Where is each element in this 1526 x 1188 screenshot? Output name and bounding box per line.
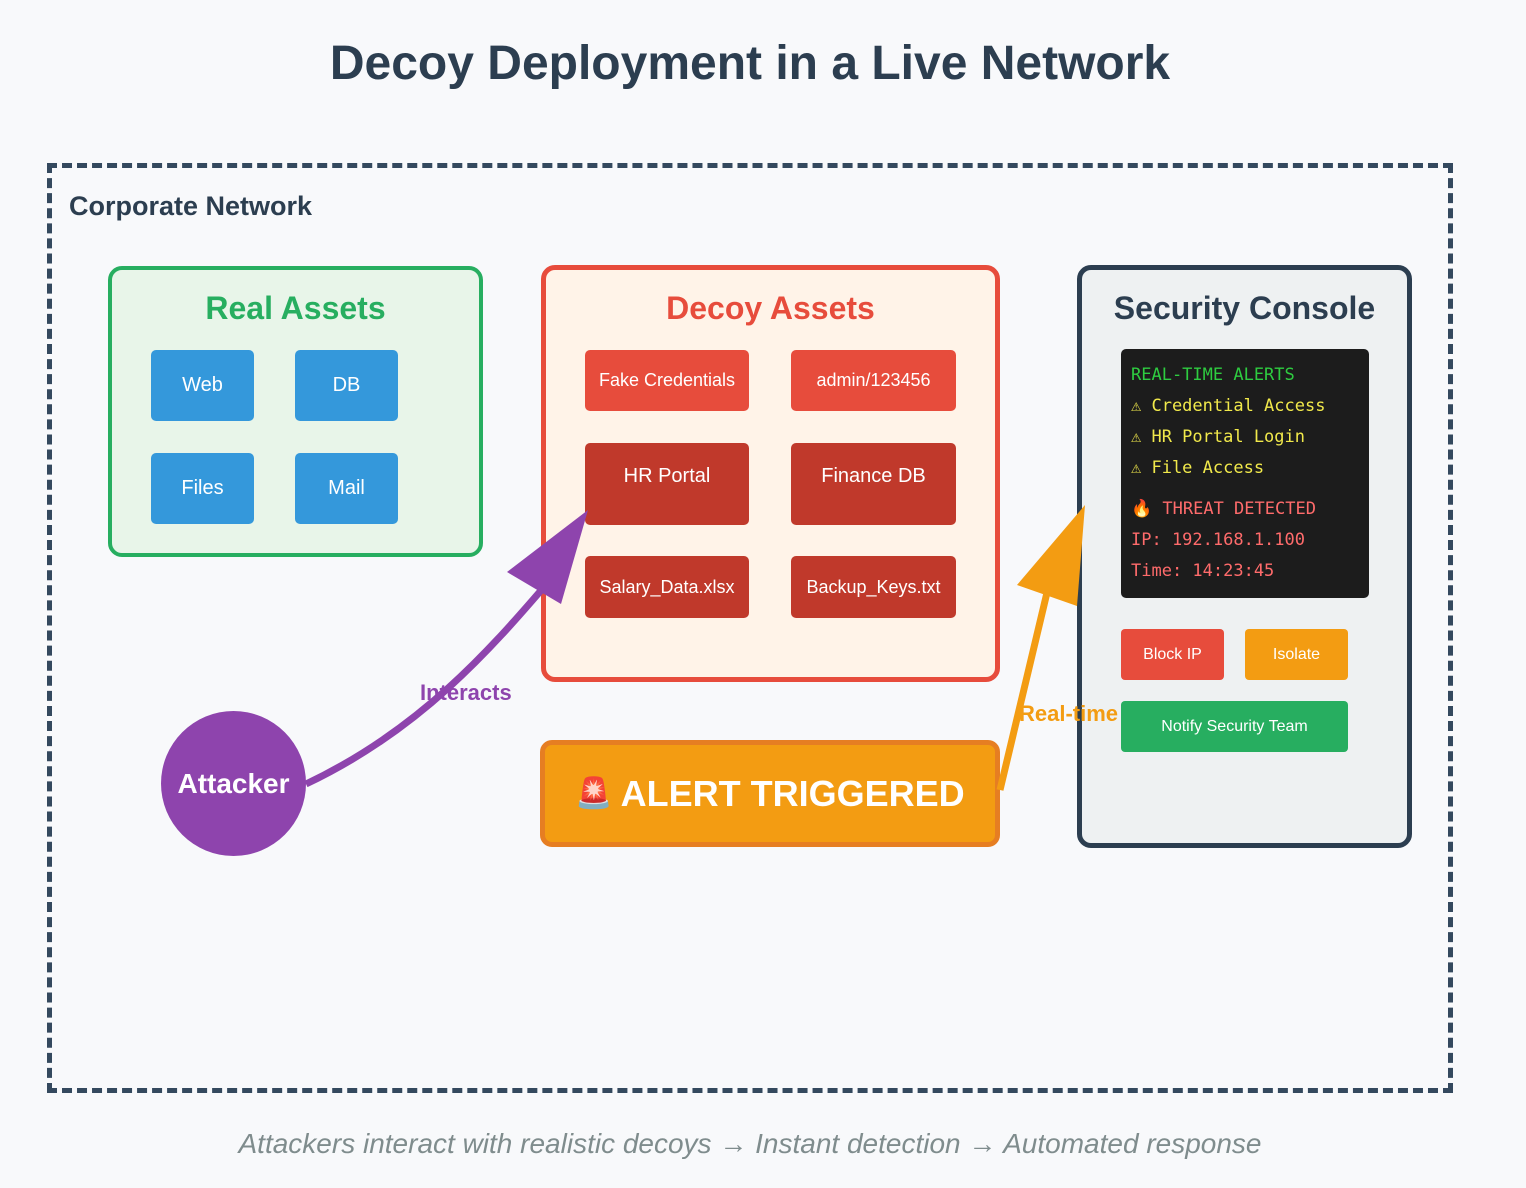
alert-text: ALERT TRIGGERED	[620, 772, 965, 814]
decoy-hr-portal[interactable]: HR Portal	[585, 443, 749, 525]
decoy-fake-credentials[interactable]: Fake Credentials	[585, 350, 749, 411]
interacts-label: Interacts	[420, 680, 512, 705]
realtime-arrowhead	[1017, 505, 1085, 606]
realtime-arrow	[996, 579, 1054, 791]
asset-web[interactable]: Web	[151, 350, 254, 421]
asset-db[interactable]: DB	[295, 350, 398, 421]
alert-triggered-box: 🚨 ALERT TRIGGERED	[540, 740, 1000, 847]
terminal-ip: IP: 192.168.1.100	[1131, 530, 1305, 550]
real-assets-title: Real Assets	[205, 290, 386, 326]
realtime-label: Real-time	[1019, 701, 1119, 726]
terminal-threat: 🔥 THREAT DETECTED	[1131, 499, 1316, 519]
interacts-arrow	[304, 577, 553, 788]
siren-icon: 🚨	[575, 777, 613, 810]
caption: Attackers interact with realistic decoys…	[238, 1128, 1262, 1159]
attacker-node[interactable]: Attacker	[161, 711, 306, 856]
terminal-alert: ⚠ Credential Access	[1131, 396, 1326, 416]
decoy-assets-title: Decoy Assets	[666, 290, 875, 326]
isolate-button[interactable]: Isolate	[1245, 629, 1348, 680]
decoy-finance-db[interactable]: Finance DB	[791, 443, 956, 525]
asset-files[interactable]: Files	[151, 453, 254, 524]
diagram-title: Decoy Deployment in a Live Network	[329, 37, 1171, 90]
asset-mail[interactable]: Mail	[295, 453, 398, 524]
terminal-header: REAL-TIME ALERTS	[1131, 365, 1295, 385]
interacts-arrowhead	[507, 510, 588, 604]
decoy-admin-credentials[interactable]: admin/123456	[791, 350, 956, 411]
notify-security-team-button[interactable]: Notify Security Team	[1121, 701, 1348, 752]
decoy-salary-file[interactable]: Salary_Data.xlsx	[585, 556, 749, 618]
decoy-backup-keys-file[interactable]: Backup_Keys.txt	[791, 556, 956, 618]
terminal-alert: ⚠ HR Portal Login	[1131, 427, 1305, 447]
terminal-alert: ⚠ File Access	[1131, 458, 1265, 478]
alerts-terminal: REAL-TIME ALERTS ⚠ Credential Access ⚠ H…	[1121, 349, 1369, 598]
security-console-title: Security Console	[1113, 290, 1376, 326]
network-label: Corporate Network	[69, 191, 313, 221]
corporate-network-boundary	[47, 163, 1453, 1093]
terminal-time: Time: 14:23:45	[1131, 561, 1275, 581]
block-ip-button[interactable]: Block IP	[1121, 629, 1224, 680]
